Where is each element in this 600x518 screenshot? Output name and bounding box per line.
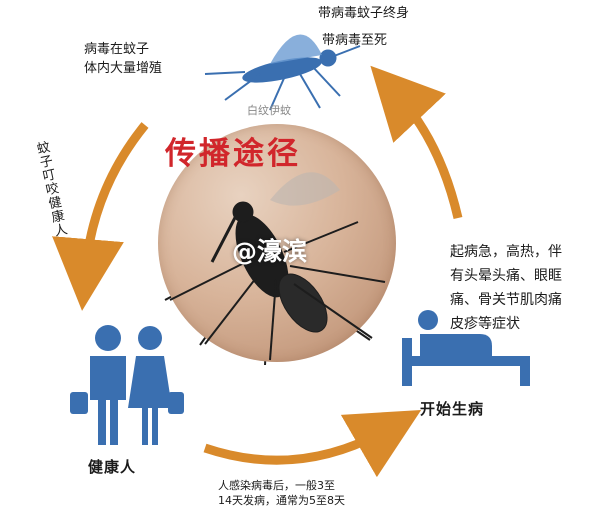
top-left-line-2: 体内大量增殖 [84,61,163,76]
top-left-note: 病毒在蚊子 体内大量增殖 [84,40,162,78]
top-right-line-2: 带病毒至死 [322,33,388,48]
sick-bed-icon [402,310,530,386]
mosquito-label: 白纹伊蚊 [247,104,291,117]
arrow-right [370,65,463,220]
healthy-people-icon [70,325,184,445]
symptoms-line-2: 有头晕头痛、眼眶 [450,268,562,284]
top-right-note: 带病毒蚊子终身 带病毒至死 [318,4,409,50]
mosquito-icon [204,34,361,111]
symptoms-line-4: 皮疹等症状 [450,316,520,332]
sick-label: 开始生病 [420,400,485,418]
bottom-line-1: 人感染病毒后，一般3至 [218,479,335,492]
top-right-line-1: 带病毒蚊子终身 [318,6,410,21]
symptoms-line-1: 起病急，高热，伴 [450,244,562,260]
top-left-line-1: 病毒在蚊子 [84,42,150,57]
arrow-bottom [203,410,422,478]
watermark: @濠滨 [232,237,308,266]
healthy-label: 健康人 [88,458,137,476]
bottom-line-2: 14天发病，通常为5至8天 [218,494,345,507]
symptoms-note: 起病急，高热，伴 有头晕头痛、眼眶 痛、骨关节肌肉痛 皮疹等症状 [450,240,562,336]
symptoms-line-3: 痛、骨关节肌肉痛 [450,292,562,308]
page-title: 传播途径 [165,136,301,172]
arrow-top-left [52,122,149,311]
bottom-note: 人感染病毒后，一般3至 14天发病，通常为5至8天 [218,478,345,508]
